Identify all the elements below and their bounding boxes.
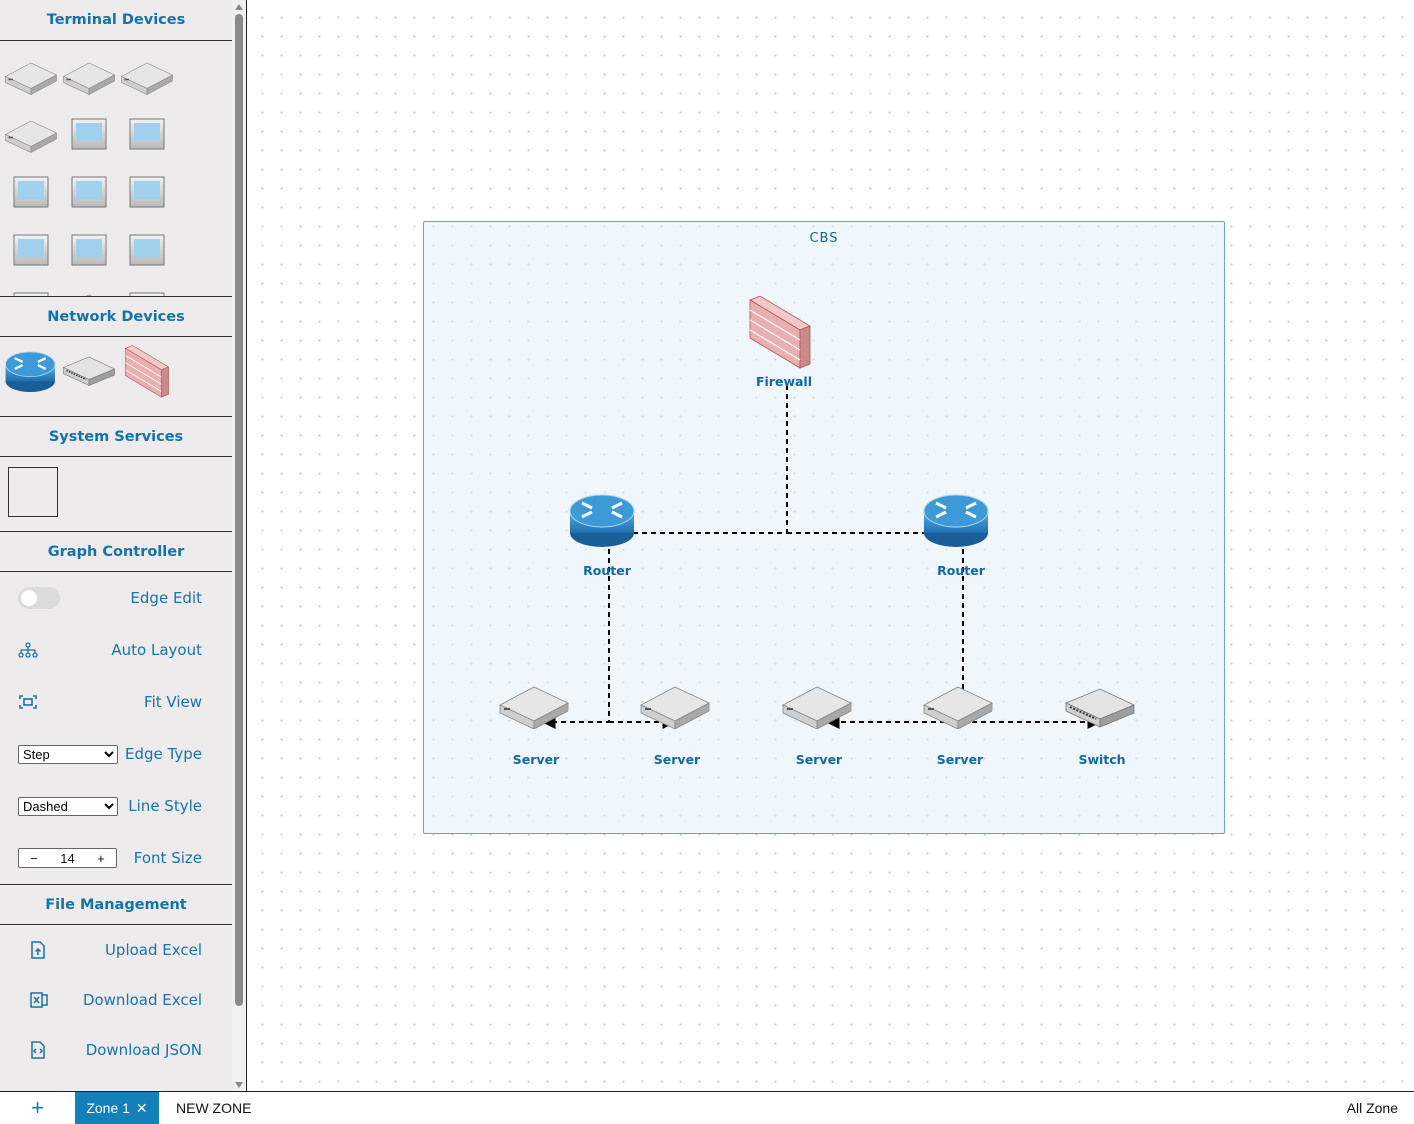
- font-size-label: Font Size: [133, 849, 202, 867]
- fit-view-label: Fit View: [144, 693, 202, 711]
- tablet-icon[interactable]: [62, 167, 116, 221]
- scrollbar-thumb[interactable]: [235, 14, 243, 1006]
- upload-excel-label: Upload Excel: [104, 941, 202, 959]
- edge-firewall-router1[interactable]: [610, 385, 788, 540]
- section-network-devices: Network Devices: [0, 296, 232, 337]
- section-graph-controller: Graph Controller: [0, 531, 232, 572]
- switch-node-label: Switch: [1078, 752, 1126, 767]
- router-node-label: Router: [937, 563, 985, 578]
- edge-type-row: Step Edge Type: [0, 728, 232, 780]
- web-server-device[interactable]: [4, 109, 58, 163]
- server-node-icon[interactable]: [781, 685, 853, 729]
- firewall-node-label: Firewall: [755, 374, 813, 389]
- firewall-node-icon[interactable]: [748, 296, 812, 370]
- zone-group-cbs[interactable]: CBS: [423, 221, 1225, 834]
- new-zone-button[interactable]: NEW ZONE: [176, 1100, 252, 1116]
- router-node-icon[interactable]: [922, 491, 992, 551]
- scroll-down-arrow[interactable]: [235, 1082, 243, 1088]
- satellite-dish-icon[interactable]: [120, 283, 174, 296]
- service-box-shape[interactable]: [8, 467, 58, 517]
- system-services-palette: [0, 457, 232, 531]
- excel-file-icon: [30, 991, 48, 1009]
- sidebar: Terminal Devices Network Devices System …: [0, 0, 232, 1092]
- auto-layout-button[interactable]: Auto Layout: [0, 624, 232, 676]
- server-node-icon[interactable]: [922, 685, 994, 729]
- hierarchy-icon: [18, 642, 38, 658]
- all-zone-button[interactable]: All Zone: [1346, 1100, 1398, 1116]
- line-style-label: Line Style: [128, 797, 202, 815]
- close-icon[interactable]: ✕: [135, 1099, 148, 1116]
- server-node-label: Server: [795, 752, 843, 767]
- router-device-icon[interactable]: [4, 345, 58, 399]
- sidebar-scrollbar[interactable]: [232, 0, 247, 1092]
- decrement-button[interactable]: −: [30, 850, 38, 866]
- edge-type-select[interactable]: Step: [18, 744, 118, 764]
- add-zone-button[interactable]: +: [31, 1095, 44, 1120]
- wireless-router-icon[interactable]: [62, 283, 116, 296]
- server-node-label: Server: [936, 752, 984, 767]
- printer-icon[interactable]: [4, 167, 58, 221]
- increment-button[interactable]: +: [97, 850, 105, 866]
- mail-server-device[interactable]: [120, 51, 174, 105]
- file-upload-icon: [30, 941, 46, 959]
- line-style-row: Dashed Line Style: [0, 780, 232, 832]
- download-json-button[interactable]: Download JSON: [0, 1025, 232, 1075]
- edge-edit-label: Edge Edit: [130, 589, 202, 607]
- section-system-services: System Services: [0, 416, 232, 457]
- server-device[interactable]: [4, 51, 58, 105]
- server-node-icon[interactable]: [498, 685, 570, 729]
- fit-view-icon: [18, 694, 38, 710]
- mainframe-icon[interactable]: [120, 225, 174, 279]
- server-node-label: Server: [512, 752, 560, 767]
- download-json-label: Download JSON: [85, 1041, 202, 1059]
- download-excel-label: Download Excel: [82, 991, 202, 1009]
- scroll-up-arrow[interactable]: [235, 4, 243, 10]
- section-file-management: File Management: [0, 884, 232, 925]
- graph-canvas[interactable]: CBS Firewall Router Router Server Server…: [248, 0, 1414, 1092]
- edge-type-label: Edge Type: [125, 745, 202, 763]
- font-size-value[interactable]: 14: [60, 850, 75, 866]
- json-file-icon: [30, 1041, 46, 1059]
- tab-zone-1[interactable]: Zone 1 ✕: [75, 1092, 159, 1124]
- fax-icon[interactable]: [4, 225, 58, 279]
- zone-title: CBS: [809, 231, 839, 246]
- download-excel-button[interactable]: Download Excel: [0, 975, 232, 1025]
- edge-edit-toggle[interactable]: [18, 587, 60, 609]
- zone-tab-bar: + Zone 1 ✕ NEW ZONE All Zone: [0, 1091, 1414, 1124]
- camera-icon[interactable]: [4, 283, 58, 296]
- line-style-select[interactable]: Dashed: [18, 796, 118, 816]
- router-node-icon[interactable]: [568, 491, 638, 551]
- ip-phone-icon[interactable]: [120, 167, 174, 221]
- upload-excel-button[interactable]: Upload Excel: [0, 925, 232, 975]
- desktop-pc-icon[interactable]: [62, 109, 116, 163]
- router-node-label: Router: [583, 563, 631, 578]
- auto-layout-label: Auto Layout: [111, 641, 202, 659]
- switch-device-icon[interactable]: [62, 345, 116, 399]
- server-node-label: Server: [653, 752, 701, 767]
- server-node-icon[interactable]: [639, 685, 711, 729]
- network-devices-palette: [0, 337, 232, 416]
- edge-edit-row: Edge Edit: [0, 572, 232, 624]
- font-size-row: − 14 + Font Size: [0, 832, 232, 884]
- storage-server-device[interactable]: [62, 51, 116, 105]
- edges-layer: [541, 385, 1102, 729]
- fit-view-button[interactable]: Fit View: [0, 676, 232, 728]
- font-size-stepper[interactable]: − 14 +: [18, 848, 117, 868]
- firewall-device-icon[interactable]: [120, 345, 174, 399]
- tab-label: Zone 1: [86, 1100, 130, 1116]
- section-terminal-devices: Terminal Devices: [0, 0, 232, 41]
- terminal-devices-palette: [0, 41, 232, 296]
- monitor-icon[interactable]: [62, 225, 116, 279]
- switch-node-icon[interactable]: [1064, 687, 1136, 731]
- laptop-icon[interactable]: [120, 109, 174, 163]
